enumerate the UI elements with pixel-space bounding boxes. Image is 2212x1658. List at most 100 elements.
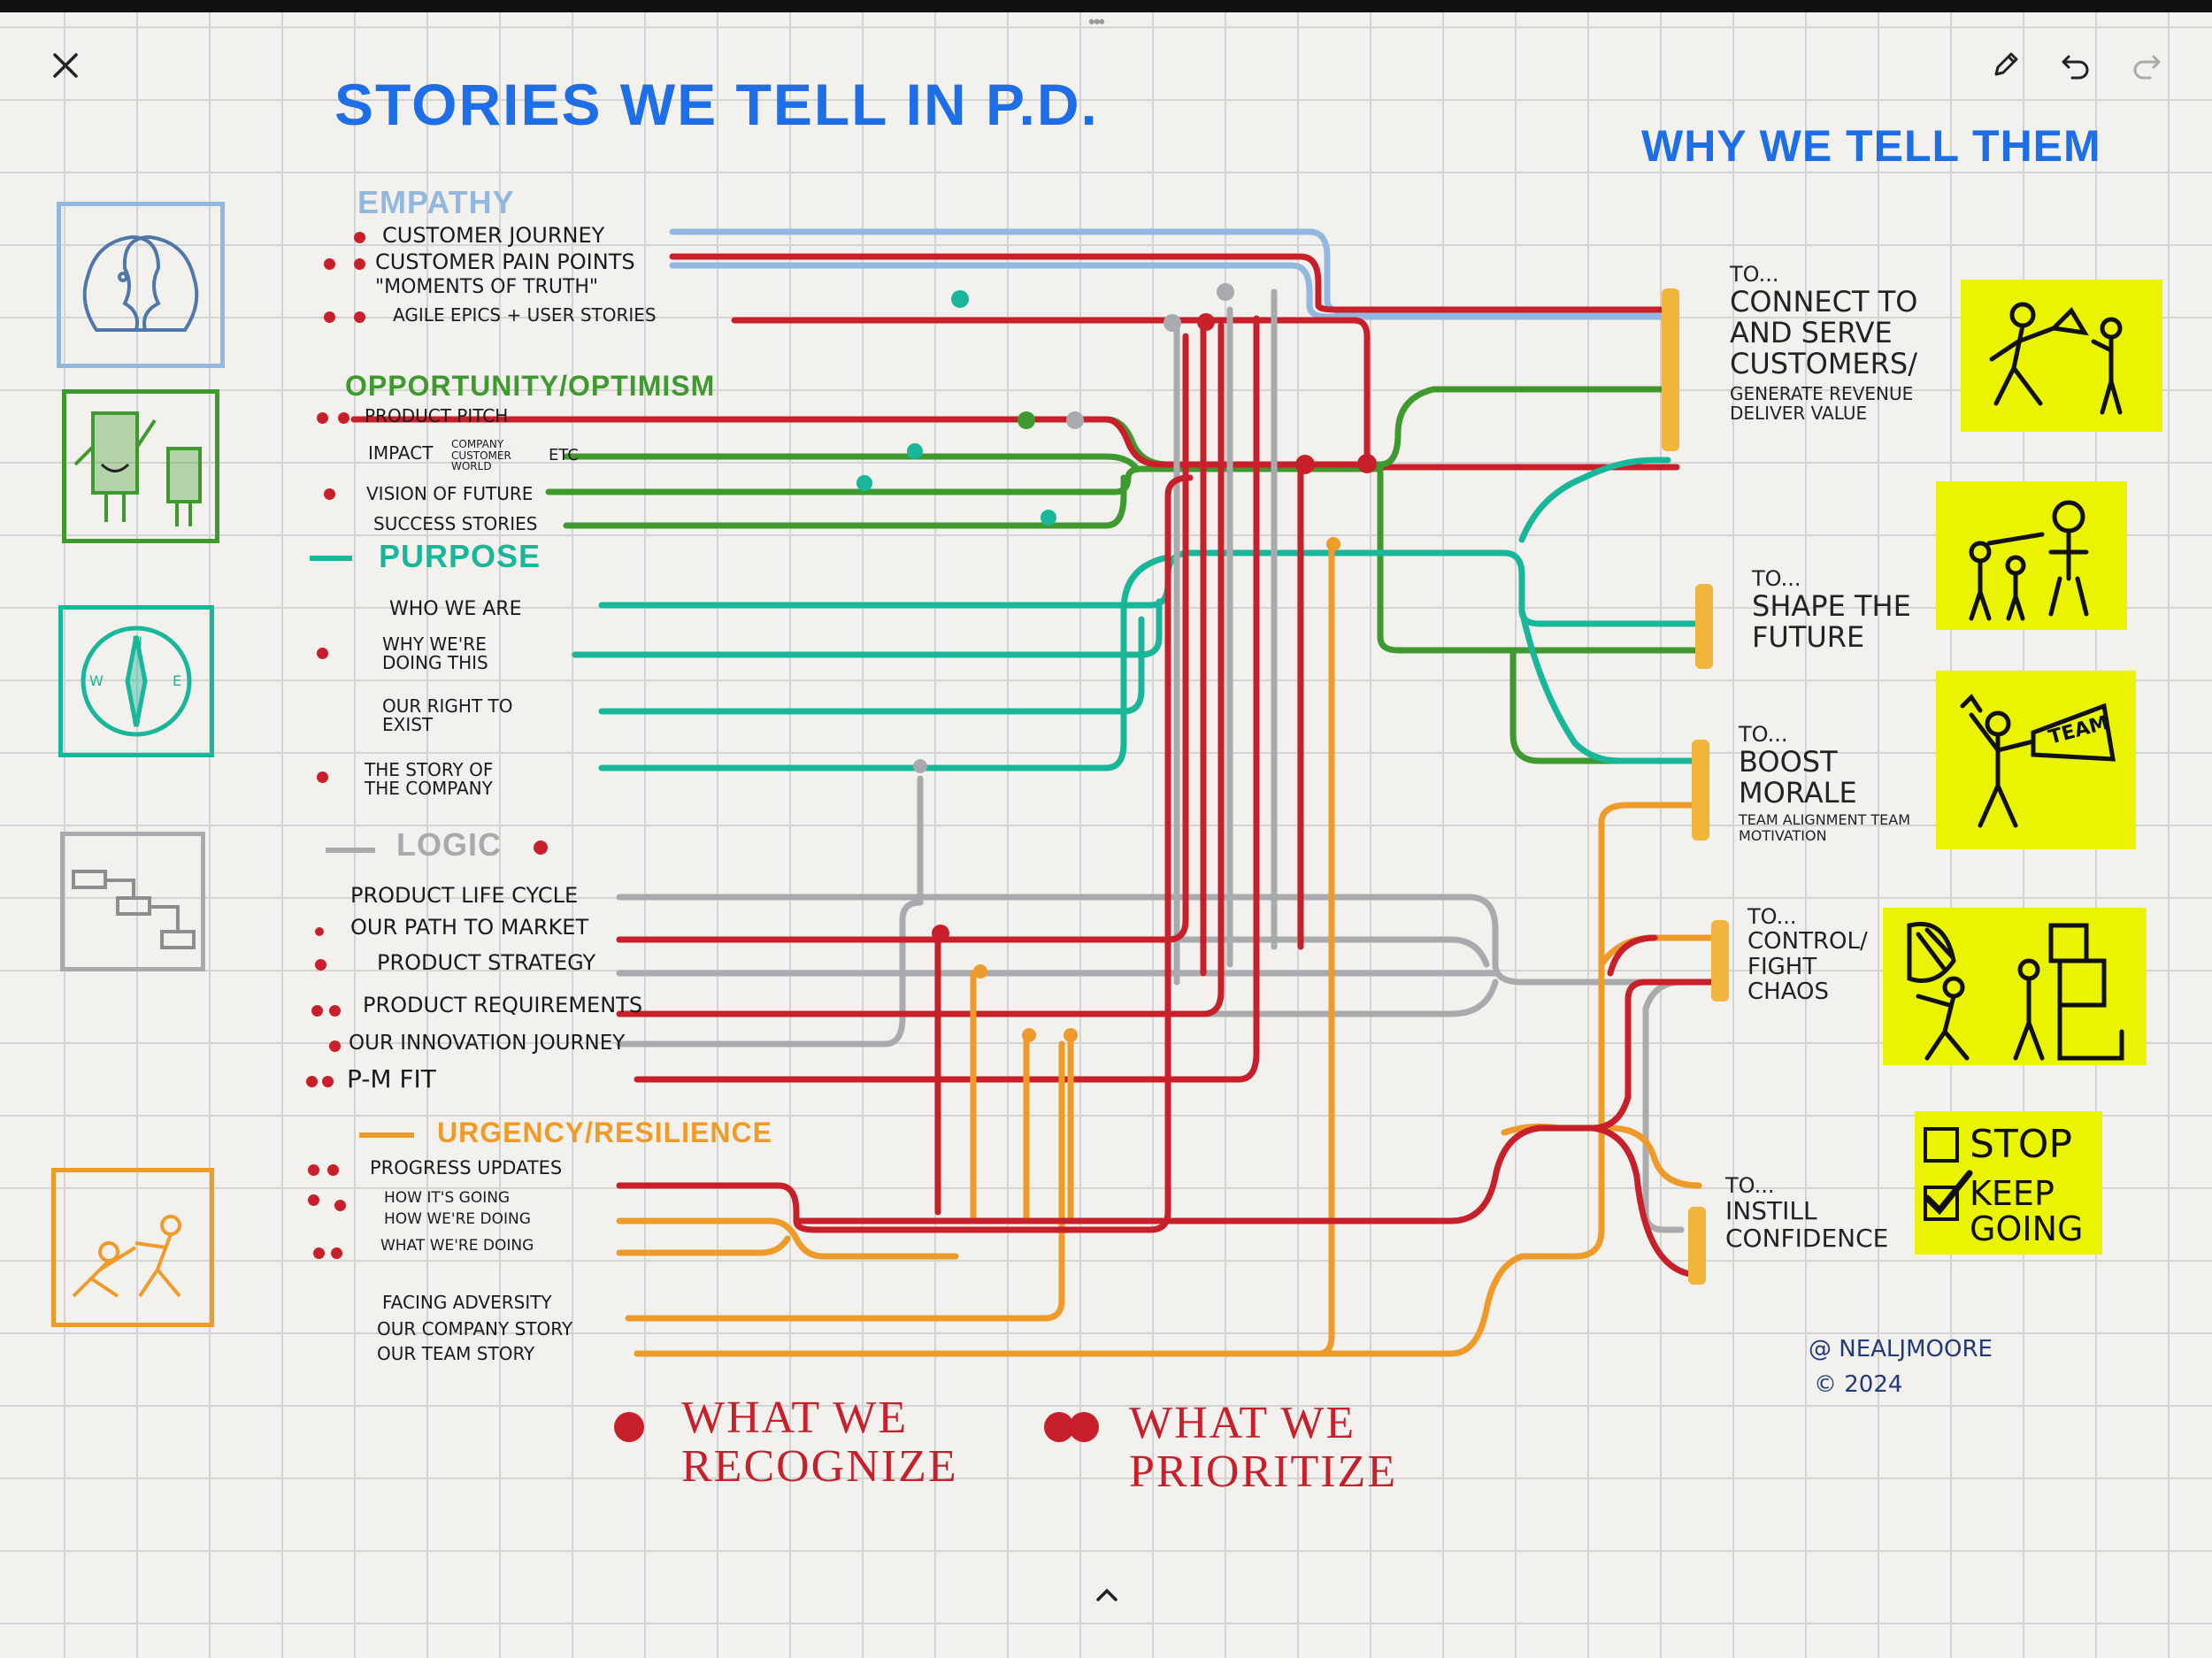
target-to-label: TO... bbox=[1730, 262, 1779, 287]
recognize-dot bbox=[317, 648, 328, 659]
connector-bar-confidence bbox=[1688, 1207, 1706, 1285]
prioritize-dot bbox=[324, 258, 335, 270]
prioritize-dot bbox=[308, 1164, 319, 1176]
prioritize-dot bbox=[334, 1200, 346, 1211]
opportunity-characters-icon bbox=[62, 389, 219, 543]
story-what-were-doing: WHAT WE'RE DOING bbox=[380, 1237, 534, 1255]
connector-bar-chaos bbox=[1711, 920, 1729, 1002]
target-main: CONNECT TO AND SERVE CUSTOMERS/ bbox=[1730, 285, 1918, 381]
story-how-were-doing: HOW WE'RE DOING bbox=[384, 1210, 531, 1228]
empathy-faces-icon bbox=[57, 202, 225, 368]
right-title: WHY WE TELL THEM bbox=[1641, 121, 2101, 171]
credit-handle: @ NEALJMOORE bbox=[1809, 1336, 1993, 1362]
pen-button[interactable] bbox=[1982, 42, 2028, 88]
recognize-dot bbox=[324, 488, 335, 500]
redo-icon bbox=[2133, 55, 2161, 80]
illustration-customer-delivery bbox=[1961, 280, 2162, 432]
connector-bar-customers bbox=[1662, 288, 1679, 451]
story-product-requirements: PRODUCT REQUIREMENTS bbox=[363, 993, 643, 1017]
illustration-boost-morale: TEAM bbox=[1936, 671, 2136, 849]
story-impact-sub: COMPANY CUSTOMER WORLD bbox=[451, 438, 511, 473]
expand-button[interactable] bbox=[1084, 1571, 1130, 1617]
target-sub: GENERATE REVENUE DELIVER VALUE bbox=[1730, 382, 1914, 424]
close-button[interactable] bbox=[42, 42, 88, 88]
prioritize-dot bbox=[313, 1247, 325, 1259]
recognize-dot bbox=[354, 232, 365, 243]
prioritize-dot bbox=[306, 1076, 318, 1087]
connector-bar-future bbox=[1695, 584, 1713, 669]
svg-text:W: W bbox=[89, 672, 104, 689]
target-boost-morale: TO... BOOST MORALE TEAM ALIGNMENT TEAM M… bbox=[1739, 722, 1951, 844]
prioritize-dot bbox=[338, 412, 349, 424]
connector-bar-morale bbox=[1692, 740, 1709, 841]
recognize-dot bbox=[315, 927, 324, 936]
target-to-label: TO... bbox=[1752, 566, 1801, 591]
category-purpose: PURPOSE bbox=[379, 538, 541, 574]
recognize-dot bbox=[315, 959, 326, 971]
undo-button[interactable] bbox=[2053, 42, 2099, 88]
legend-recognize-dot bbox=[614, 1412, 644, 1442]
target-to-label: TO... bbox=[1747, 904, 1797, 929]
logic-dash bbox=[326, 848, 375, 853]
story-product-strategy: PRODUCT STRATEGY bbox=[377, 950, 596, 975]
prioritize-dot bbox=[354, 311, 365, 323]
svg-text:S: S bbox=[132, 711, 141, 728]
story-who-we-are: WHO WE ARE bbox=[389, 598, 522, 620]
logic-red-dot bbox=[534, 841, 548, 855]
target-to-label: TO... bbox=[1725, 1173, 1775, 1198]
story-our-company-story: OUR COMPANY STORY bbox=[377, 1318, 573, 1339]
recognize-dot bbox=[317, 771, 328, 783]
story-the-story-of-the-company: THE STORY OF THE COMPANY bbox=[365, 759, 494, 799]
credit-copyright: © 2024 bbox=[1814, 1371, 1903, 1398]
story-our-path-to-market: OUR PATH TO MARKET bbox=[350, 915, 589, 940]
story-how-its-going: HOW IT'S GOING bbox=[384, 1189, 511, 1207]
prioritize-dot bbox=[317, 412, 328, 424]
target-connect-customers: TO... CONNECT TO AND SERVE CUSTOMERS/ GE… bbox=[1730, 262, 1933, 423]
story-success-stories: SUCCESS STORIES bbox=[373, 513, 538, 534]
urgency-dash bbox=[359, 1132, 414, 1138]
story-vision-of-future: VISION OF FUTURE bbox=[366, 483, 534, 504]
prioritize-dot bbox=[327, 1164, 339, 1176]
prioritize-dot bbox=[329, 1005, 341, 1017]
prioritize-dot bbox=[322, 1076, 334, 1087]
story-impact: IMPACT bbox=[368, 442, 434, 464]
close-icon bbox=[53, 53, 78, 78]
story-product-pitch: PRODUCT PITCH bbox=[365, 405, 509, 426]
story-progress-updates: PROGRESS UPDATES bbox=[370, 1157, 563, 1178]
story-customer-pain-points: CUSTOMER PAIN POINTS bbox=[375, 249, 635, 274]
target-instill-confidence: TO... INSTILL CONFIDENCE bbox=[1725, 1173, 1902, 1253]
prioritize-dot bbox=[354, 258, 365, 270]
target-shape-future: TO... SHAPE the FUTURE bbox=[1752, 566, 1929, 653]
legend-prioritize-dot bbox=[1069, 1412, 1099, 1442]
prioritize-dot bbox=[324, 311, 335, 323]
prioritize-dot bbox=[311, 1005, 323, 1017]
story-why-were-doing-this: WHY WE'RE DOING THIS bbox=[382, 633, 488, 673]
story-facing-adversity: FACING ADVERSITY bbox=[382, 1292, 552, 1313]
story-our-innovation-journey: OUR INNOVATION JOURNEY bbox=[349, 1032, 626, 1055]
checked-box-icon bbox=[1924, 1170, 1973, 1221]
checklist-keep-going: KEEP GOING bbox=[1970, 1174, 2084, 1248]
story-pm-fit: P-M FIT bbox=[347, 1064, 436, 1094]
checklist-stop: STOP bbox=[1970, 1122, 2072, 1167]
top-status-bar bbox=[0, 0, 2212, 12]
target-main: CONTROL/ FIGHT CHAOS bbox=[1747, 928, 1868, 1006]
target-main: BOOST MORALE bbox=[1739, 745, 1857, 810]
prioritize-dot bbox=[308, 1194, 319, 1206]
story-our-team-story: OUR TEAM STORY bbox=[377, 1343, 535, 1364]
target-to-label: TO... bbox=[1739, 722, 1788, 747]
checklist-box: STOP KEEP GOING bbox=[1915, 1111, 2102, 1255]
purpose-dash bbox=[310, 556, 352, 561]
unchecked-box-icon bbox=[1924, 1127, 1959, 1163]
target-sub: TEAM ALIGNMENT TEAM MOTIVATION bbox=[1739, 811, 1911, 844]
legend-prioritize: WHAT WE PRIORITIZE bbox=[1129, 1398, 1398, 1497]
story-impact-etc: ETC bbox=[549, 446, 579, 464]
redo-button[interactable] bbox=[2124, 42, 2170, 88]
legend-recognize: WHAT WE RECOGNIZE bbox=[681, 1393, 958, 1492]
story-moments-of-truth: "MOMENTS OF TRUTH" bbox=[375, 276, 599, 298]
page-title: STORIES WE TELL IN P.D. bbox=[334, 72, 1099, 137]
category-empathy: EMPATHY bbox=[357, 184, 515, 220]
undo-icon bbox=[2062, 55, 2089, 80]
